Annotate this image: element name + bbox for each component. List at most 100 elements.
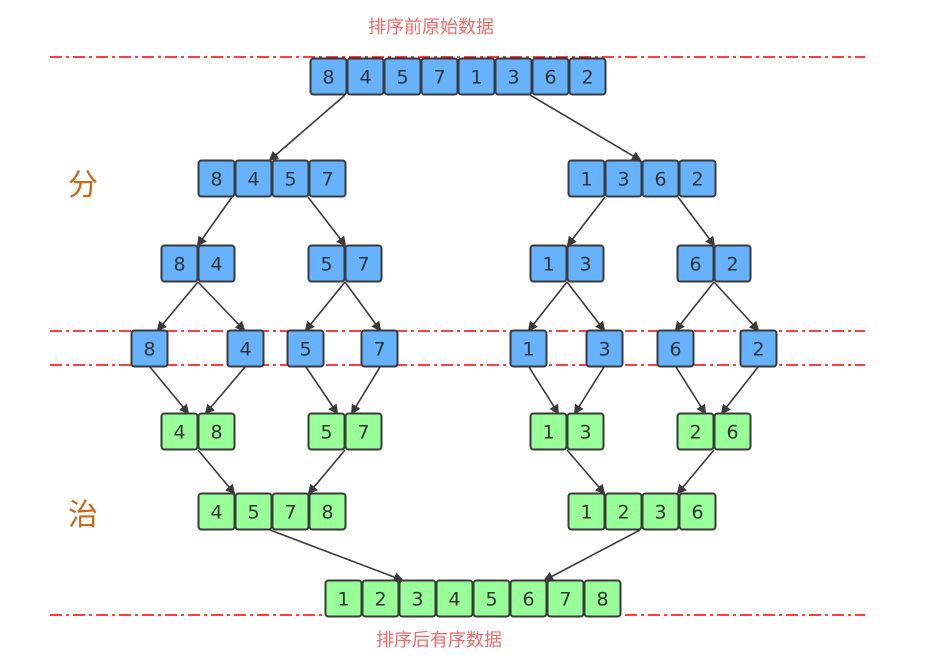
arrow — [350, 366, 381, 415]
number-value: 3 — [411, 589, 423, 611]
number-value: 3 — [654, 502, 666, 524]
arrow — [527, 281, 568, 332]
number-value: 2 — [581, 67, 593, 89]
number-value: 7 — [357, 254, 369, 276]
number-value: 6 — [726, 422, 738, 444]
number-value: 8 — [143, 339, 155, 361]
number-value: 7 — [373, 339, 385, 361]
number-cell — [678, 492, 717, 531]
split-group: 6 — [656, 329, 695, 368]
number-value: 4 — [210, 254, 222, 276]
number-value: 5 — [320, 422, 332, 444]
phase-conquer-label: 治 — [68, 498, 98, 533]
arrow — [713, 281, 760, 332]
number-value: 5 — [396, 67, 408, 89]
number-value: 6 — [522, 589, 534, 611]
number-value: 7 — [357, 422, 369, 444]
arrow — [528, 366, 560, 415]
number-value: 5 — [299, 339, 311, 361]
number-value: 5 — [320, 254, 332, 276]
split-group: 3 — [585, 329, 624, 368]
number-value: 1 — [337, 589, 349, 611]
number-value: 5 — [247, 502, 259, 524]
split-group: 5 — [286, 329, 325, 368]
number-value: 6 — [689, 254, 701, 276]
number-value: 4 — [359, 67, 371, 89]
number-value: 8 — [596, 589, 608, 611]
number-value: 2 — [752, 339, 764, 361]
arrow — [676, 449, 715, 495]
arrow — [566, 196, 606, 247]
number-value: 2 — [617, 502, 629, 524]
arrow — [304, 281, 346, 332]
arrow — [196, 196, 233, 247]
number-value: 3 — [507, 67, 519, 89]
number-cell — [656, 329, 695, 368]
number-value: 1 — [470, 67, 482, 89]
number-value: 4 — [247, 169, 259, 191]
number-value: 8 — [173, 254, 185, 276]
arrow — [566, 281, 606, 332]
number-cell — [360, 329, 399, 368]
split-group: 2 — [739, 329, 778, 368]
number-value: 6 — [691, 502, 703, 524]
number-value: 3 — [598, 339, 610, 361]
arrow — [674, 281, 715, 332]
arrow — [197, 449, 236, 495]
arrow — [675, 366, 707, 415]
number-value: 3 — [579, 254, 591, 276]
number-value: 7 — [433, 67, 445, 89]
number-value: 2 — [691, 169, 703, 191]
number-cell — [286, 329, 325, 368]
number-cell — [566, 412, 605, 451]
number-value: 8 — [210, 169, 222, 191]
number-cell — [713, 244, 752, 283]
number-value: 6 — [654, 169, 666, 191]
number-value: 8 — [321, 502, 333, 524]
number-value: 2 — [689, 422, 701, 444]
number-value: 7 — [559, 589, 571, 611]
split-group: 1 3 6 2 — [567, 159, 717, 198]
number-value: 2 — [726, 254, 738, 276]
number-value: 1 — [542, 422, 554, 444]
number-value: 4 — [210, 502, 222, 524]
title-original-data: 排序前原始数据 — [368, 17, 494, 38]
number-cell — [226, 329, 265, 368]
arrow — [149, 366, 190, 415]
split-group: 1 — [509, 329, 548, 368]
phase-divide-label: 分 — [68, 168, 98, 203]
number-cell — [678, 159, 717, 198]
arrow — [677, 196, 716, 247]
number-value: 6 — [669, 339, 681, 361]
number-value: 6 — [544, 67, 556, 89]
number-cell — [509, 329, 548, 368]
arrow — [529, 94, 642, 162]
number-value: 1 — [580, 169, 592, 191]
arrow — [197, 281, 246, 332]
number-value: 5 — [284, 169, 296, 191]
arrow — [204, 366, 246, 415]
arrow — [566, 449, 606, 495]
number-cell — [568, 57, 607, 96]
number-cell — [130, 329, 169, 368]
arrow — [305, 366, 339, 415]
number-value: 2 — [374, 589, 386, 611]
number-cell — [197, 412, 236, 451]
number-cell — [583, 579, 622, 618]
split-group: 4 — [226, 329, 265, 368]
arrow — [720, 366, 759, 415]
arrow — [307, 196, 347, 247]
number-cell — [713, 412, 752, 451]
number-value: 3 — [617, 169, 629, 191]
number-cell — [344, 244, 383, 283]
